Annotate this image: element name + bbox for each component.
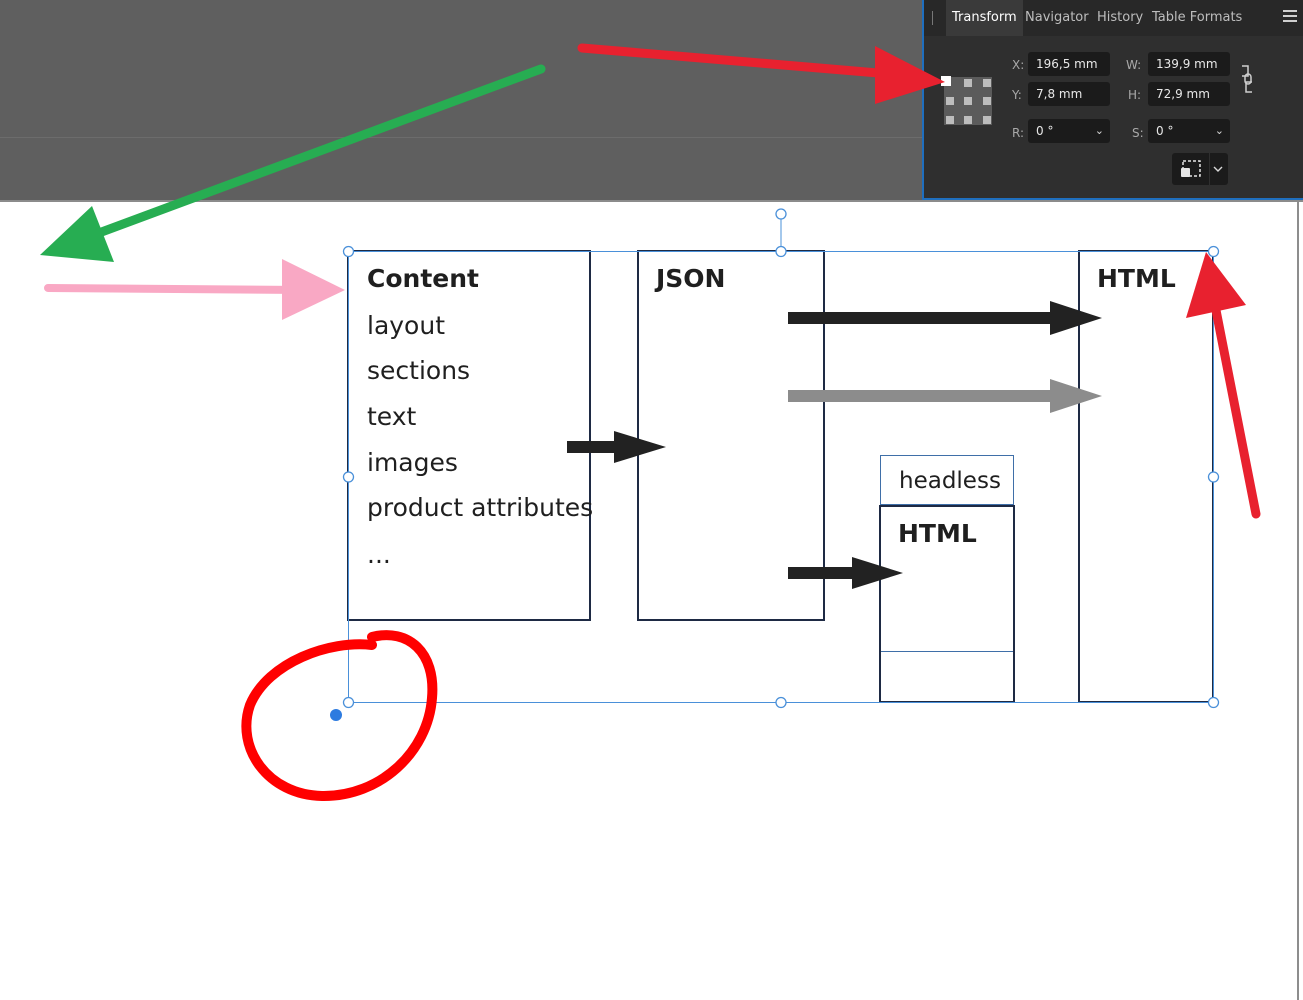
button-divider [1209, 153, 1210, 185]
x-field[interactable]: 196,5 mm [1028, 52, 1110, 76]
anchor-top-center[interactable] [964, 79, 972, 87]
anchor-middle-left[interactable] [946, 97, 954, 105]
pink-arrow-to-content [44, 259, 345, 320]
transform-origin-button[interactable] [1172, 153, 1228, 185]
resize-handle-bottom[interactable] [775, 696, 787, 709]
red-arrow-to-anchor [577, 43, 945, 104]
content-item: sections [367, 356, 471, 385]
hamburger-menu-icon[interactable] [1283, 10, 1297, 24]
w-field[interactable]: 139,9 mm [1148, 52, 1230, 76]
tab-transform[interactable]: Transform [946, 0, 1023, 36]
red-arrow-to-corner [1186, 252, 1261, 519]
headless-html-title: HTML [898, 519, 977, 548]
anchor-point-selector-icon[interactable] [941, 76, 992, 125]
tab-table-formats[interactable]: Table Formats [1152, 10, 1243, 25]
chevron-down-icon: ⌄ [1094, 124, 1104, 137]
transform-panel: Transform Navigator History Table Format… [922, 0, 1303, 200]
content-item: images [367, 448, 458, 477]
shear-dropdown[interactable]: 0 ° ⌄ [1148, 119, 1230, 143]
arrow-content-to-json [567, 431, 666, 463]
anchor-center[interactable] [964, 97, 972, 105]
content-item: ... [367, 540, 391, 569]
tab-history[interactable]: History [1097, 10, 1144, 25]
html-title: HTML [1097, 264, 1176, 293]
y-label: Y: [1012, 88, 1022, 102]
rotate-handle[interactable] [775, 208, 787, 220]
content-item: layout [367, 311, 446, 340]
page-right-edge [1297, 202, 1299, 1000]
resize-handle-bottom-left[interactable] [342, 696, 355, 709]
resize-handle-top[interactable] [775, 245, 787, 258]
panel-tab-bar: Transform Navigator History Table Format… [924, 0, 1303, 36]
selection-bounding-box[interactable] [348, 214, 1214, 703]
content-title: Content [367, 264, 479, 293]
chevron-down-icon[interactable] [1213, 164, 1223, 174]
headless-label-box[interactable] [880, 455, 1014, 505]
link-proportions-icon[interactable] [1240, 62, 1254, 96]
resize-handle-left[interactable] [342, 471, 355, 483]
r-label: R: [1012, 126, 1025, 140]
h-field[interactable]: 72,9 mm [1148, 82, 1230, 106]
anchor-bottom-right[interactable] [983, 116, 991, 124]
resize-handle-top-right[interactable] [1207, 245, 1220, 258]
y-field[interactable]: 7,8 mm [1028, 82, 1110, 106]
s-label: S: [1132, 126, 1144, 140]
tab-navigator[interactable]: Navigator [1025, 10, 1089, 25]
anchor-top-left[interactable] [941, 76, 951, 86]
w-label: W: [1126, 58, 1142, 72]
chevron-down-icon: ⌄ [1214, 124, 1224, 137]
anchor-top-right[interactable] [983, 79, 991, 87]
content-item: product attributes [367, 493, 594, 522]
resize-handle-top-left[interactable] [342, 245, 355, 258]
rotation-dropdown[interactable]: 0 ° ⌄ [1028, 119, 1110, 143]
x-label: X: [1012, 58, 1025, 72]
red-circle-annotation [241, 630, 438, 802]
panel-grip-handle[interactable] [932, 11, 933, 25]
rotation-value: 0 ° [1036, 124, 1054, 138]
h-label: H: [1128, 88, 1142, 102]
headless-box-divider [881, 651, 1013, 652]
arrow-json-to-html-gray [788, 379, 1102, 413]
shear-value: 0 ° [1156, 124, 1174, 138]
arrow-json-to-headless [788, 557, 903, 589]
guide-line [0, 137, 922, 138]
anchor-bottom-left[interactable] [946, 116, 954, 124]
headless-label: headless [899, 468, 1001, 494]
content-item: text [367, 402, 417, 431]
anchor-middle-right[interactable] [983, 97, 991, 105]
arrow-json-to-html [788, 301, 1102, 335]
transform-origin-icon [1181, 160, 1201, 177]
green-arrow-to-pasteboard [40, 64, 546, 262]
resize-handle-bottom-right[interactable] [1207, 696, 1220, 709]
resize-handle-right[interactable] [1207, 471, 1220, 483]
page-top-edge [0, 200, 1303, 202]
rotation-center-point[interactable] [330, 709, 342, 721]
json-title: JSON [656, 264, 726, 293]
anchor-bottom-center[interactable] [964, 116, 972, 124]
